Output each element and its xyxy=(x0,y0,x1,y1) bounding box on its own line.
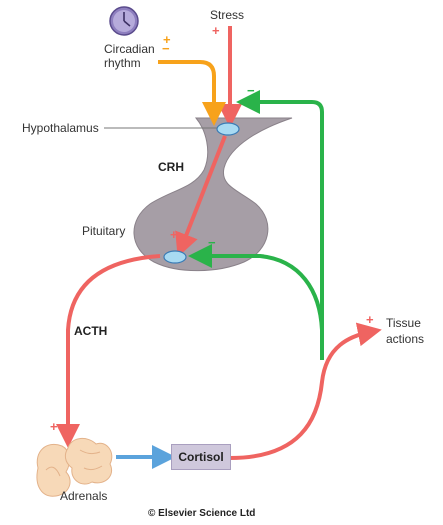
stress-plus-sign: + xyxy=(212,24,220,37)
circadian-minus-sign: − xyxy=(162,42,170,55)
rhythm-label: rhythm xyxy=(104,56,141,70)
hypothalamus-ellipse xyxy=(217,123,239,135)
pituitary-ellipse xyxy=(164,251,186,263)
cortisol-to-tissue-arrow xyxy=(230,332,370,458)
pituitary-label: Pituitary xyxy=(82,224,125,238)
cortisol-box: Cortisol xyxy=(171,444,231,470)
adrenals-plus-sign: + xyxy=(50,420,58,433)
adrenals-icon xyxy=(37,438,112,496)
stress-label: Stress xyxy=(210,8,244,22)
acth-arrow xyxy=(68,256,160,436)
adrenals-label: Adrenals xyxy=(60,489,107,503)
circadian-arrow xyxy=(158,62,214,114)
hypothalamus-label: Hypothalamus xyxy=(22,121,99,135)
crh-label: CRH xyxy=(158,160,184,174)
hypothalamus-minus-sign: − xyxy=(247,84,255,97)
pituitary-minus-sign: − xyxy=(208,236,216,249)
clock-icon xyxy=(110,7,138,35)
copyright-label: © Elsevier Science Ltd xyxy=(148,508,255,519)
cortisol-label: Cortisol xyxy=(178,450,223,464)
circadian-label: Circadian xyxy=(104,42,155,56)
actions-label: actions xyxy=(386,332,424,346)
tissue-plus-sign: + xyxy=(366,313,374,326)
tissue-label: Tissue xyxy=(386,316,421,330)
acth-label: ACTH xyxy=(74,324,107,338)
pituitary-plus-sign: + xyxy=(170,228,178,241)
